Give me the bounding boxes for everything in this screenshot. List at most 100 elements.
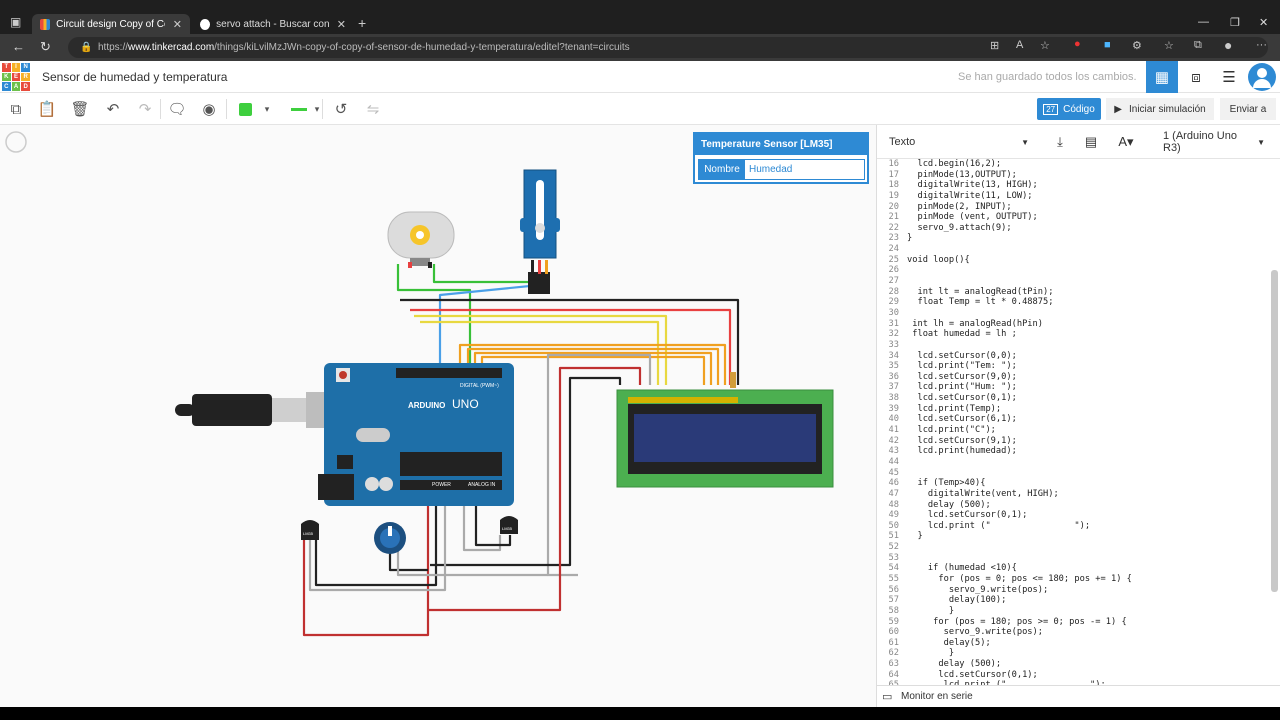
tab-actions-icon[interactable]: ▣ <box>10 15 22 29</box>
maximize-icon[interactable]: ❐ <box>1230 17 1240 29</box>
code-line[interactable]: 23} <box>877 233 1269 244</box>
code-line[interactable]: 27 <box>877 276 1269 287</box>
copy-icon[interactable]: ⧉ <box>10 100 22 118</box>
code-line[interactable]: 36 lcd.setCursor(9,0); <box>877 372 1269 383</box>
project-title[interactable]: Sensor de humedad y temperatura <box>42 70 228 84</box>
extensions-icon[interactable]: ⚙ <box>1132 40 1142 52</box>
minimize-icon[interactable]: — <box>1198 16 1209 28</box>
code-line[interactable]: 48 delay (500); <box>877 500 1269 511</box>
code-line[interactable]: 34 lcd.setCursor(0,0); <box>877 351 1269 362</box>
code-line[interactable]: 51 } <box>877 531 1269 542</box>
close-tab-icon[interactable]: ✕ <box>172 18 182 31</box>
code-line[interactable]: 61 delay(5); <box>877 638 1269 649</box>
visibility-icon[interactable]: ◉ <box>202 101 216 118</box>
wire-color-picker[interactable] <box>234 98 256 120</box>
app-available-icon[interactable]: ⊞ <box>990 40 1000 52</box>
wire-type-picker[interactable] <box>284 98 314 120</box>
paste-icon[interactable]: 📋 <box>37 101 57 118</box>
back-icon[interactable]: ← <box>12 39 25 54</box>
more-menu-icon[interactable]: ··· <box>1256 39 1267 51</box>
code-line[interactable]: 64 lcd.setCursor(0,1); <box>877 670 1269 681</box>
code-line[interactable]: 33 <box>877 340 1269 351</box>
code-line[interactable]: 63 delay (500); <box>877 659 1269 670</box>
code-line[interactable]: 57 delay(100); <box>877 595 1269 606</box>
favorites-icon[interactable]: ☆ <box>1164 40 1174 52</box>
chevron-down-icon[interactable]: ▾ <box>264 103 270 114</box>
tab-google-search[interactable]: servo attach - Buscar con Google ✕ <box>192 14 354 34</box>
arduino-uno-board[interactable]: DIGITAL (PWM~) ARDUINO UNO POWER ANALOG … <box>318 363 514 506</box>
code-line[interactable]: 31 int lh = analogRead(hPin) <box>877 319 1269 330</box>
code-line[interactable]: 56 servo_9.write(pos); <box>877 585 1269 596</box>
tab-circuit-design[interactable]: Circuit design Copy of Copy of S ✕ <box>32 14 190 34</box>
code-line[interactable]: 42 lcd.setCursor(9,1); <box>877 436 1269 447</box>
code-line[interactable]: 49 lcd.setCursor(0,1); <box>877 510 1269 521</box>
code-line[interactable]: 22 servo_9.attach(9); <box>877 223 1269 234</box>
redo-icon[interactable]: ↷ <box>138 101 152 118</box>
code-line[interactable]: 17 pinMode(13,OUTPUT); <box>877 170 1269 181</box>
favorite-add-icon[interactable]: ☆ <box>1040 40 1050 52</box>
circuit-view-icon[interactable]: ▦ <box>1146 61 1178 93</box>
name-input[interactable]: Humedad <box>749 164 793 175</box>
flip-icon[interactable]: ⇋ <box>366 101 380 118</box>
read-aloud-icon[interactable]: A <box>1016 39 1024 51</box>
notes-icon[interactable]: 🗨 <box>167 101 187 118</box>
extension-blue-icon[interactable]: ■ <box>1104 39 1111 51</box>
code-line[interactable]: 26 <box>877 265 1269 276</box>
circuit-canvas[interactable]: DIGITAL (PWM~) ARDUINO UNO POWER ANALOG … <box>0 125 876 707</box>
fit-view-icon[interactable] <box>5 131 27 153</box>
code-line[interactable]: 38 lcd.setCursor(0,1); <box>877 393 1269 404</box>
code-line[interactable]: 47 digitalWrite(vent, HIGH); <box>877 489 1269 500</box>
user-avatar[interactable] <box>1246 61 1278 93</box>
code-line[interactable]: 53 <box>877 553 1269 564</box>
close-window-icon[interactable]: ✕ <box>1259 17 1269 29</box>
code-line[interactable]: 24 <box>877 244 1269 255</box>
code-line[interactable]: 30 <box>877 308 1269 319</box>
lcd-16x2[interactable] <box>616 372 834 488</box>
code-line[interactable]: 43 lcd.print(humedad); <box>877 446 1269 457</box>
code-line[interactable]: 52 <box>877 542 1269 553</box>
schematic-view-icon[interactable]: ⧈ <box>1191 68 1201 86</box>
font-size-icon[interactable]: A▾ <box>1118 134 1134 149</box>
code-line[interactable]: 29 float Temp = lt * 0.48875; <box>877 297 1269 308</box>
code-line[interactable]: 59 for (pos = 180; pos >= 0; pos -= 1) { <box>877 617 1269 628</box>
download-icon[interactable]: ⤓ <box>1057 134 1063 149</box>
new-tab-icon[interactable]: + <box>358 15 367 31</box>
potentiometer[interactable] <box>374 522 406 554</box>
servo-motor[interactable] <box>520 169 560 294</box>
upload-library-icon[interactable]: ▤ <box>1084 134 1098 149</box>
code-mode-select[interactable]: Texto ▼ <box>881 132 1037 152</box>
code-line[interactable]: 44 <box>877 457 1269 468</box>
url-field[interactable]: 🔒 https://www.tinkercad.com/things/kiLvi… <box>68 37 1268 58</box>
chevron-down-icon[interactable]: ▾ <box>314 103 320 114</box>
code-line[interactable]: 39 lcd.print(Temp); <box>877 404 1269 415</box>
component-list-icon[interactable]: ☰ <box>1222 69 1236 86</box>
code-line[interactable]: 55 for (pos = 0; pos <= 180; pos += 1) { <box>877 574 1269 585</box>
board-select[interactable]: 1 (Arduino Uno R3) ▼ <box>1155 130 1273 154</box>
dc-motor[interactable] <box>387 211 455 268</box>
code-line[interactable]: 40 lcd.setCursor(6,1); <box>877 414 1269 425</box>
extension-red-icon[interactable]: ● <box>1074 38 1081 50</box>
send-to-button[interactable]: Enviar a <box>1220 98 1276 120</box>
code-line[interactable]: 54 if (humedad <10){ <box>877 563 1269 574</box>
code-line[interactable]: 18 digitalWrite(13, HIGH); <box>877 180 1269 191</box>
code-line[interactable]: 16 lcd.begin(16,2); <box>877 159 1269 170</box>
code-line[interactable]: 41 lcd.print("C"); <box>877 425 1269 436</box>
start-simulation-button[interactable]: ▶ Iniciar simulación <box>1106 98 1214 120</box>
code-line[interactable]: 35 lcd.print("Tem: "); <box>877 361 1269 372</box>
reload-icon[interactable]: ↻ <box>40 39 51 54</box>
code-line[interactable]: 28 int lt = analogRead(tPin); <box>877 287 1269 298</box>
temperature-sensor-lm35[interactable]: LM35 <box>301 520 319 540</box>
close-tab-icon[interactable]: ✕ <box>336 18 346 31</box>
code-line[interactable]: 62 } <box>877 648 1269 659</box>
code-line[interactable]: 20 pinMode(2, INPUT); <box>877 202 1269 213</box>
code-line[interactable]: 65 lcd.print (" "); <box>877 680 1269 685</box>
collections-icon[interactable]: ⧉ <box>1194 39 1202 51</box>
code-line[interactable]: 45 <box>877 468 1269 479</box>
code-line[interactable]: 58 } <box>877 606 1269 617</box>
code-line[interactable]: 46 if (Temp>40){ <box>877 478 1269 489</box>
serial-monitor-bar[interactable]: ▭ Monitor en serie <box>877 685 1280 707</box>
profile-avatar-icon[interactable]: ● <box>1224 37 1233 53</box>
rotate-icon[interactable]: ↺ <box>334 101 348 118</box>
